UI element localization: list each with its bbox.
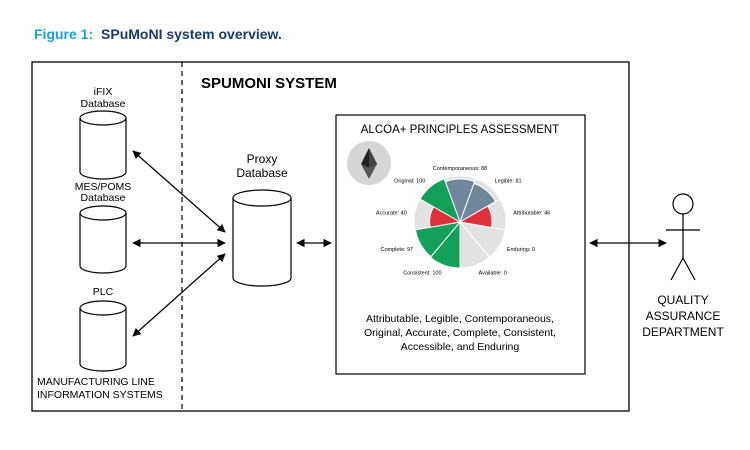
system-boundary-box: [31, 61, 630, 412]
quality-assurance-person-icon: [666, 193, 700, 281]
alcoa-panel-title: ALCOA+ PRINCIPLES ASSESSMENT: [361, 124, 559, 136]
ifix-proxy-arrow: [132, 150, 226, 233]
qa-label-line-1: QUALITY: [657, 293, 708, 307]
polar-wedge-complete: [414, 221, 462, 258]
mes-label-line-1: MES/POMS: [75, 181, 132, 193]
polar-label-available: Available: 0: [479, 271, 507, 277]
polar-label-accurate: Accurate: 40: [376, 211, 407, 217]
polar-wedge-attributable: [458, 205, 493, 229]
manufacturing-label-line-1: MANUFACTURING LINE: [37, 376, 155, 388]
polar-label-attributable: Attributable: 46: [513, 211, 550, 217]
alcoa-body-line-2: Original, Accurate, Complete, Consistent…: [364, 327, 556, 339]
ifix-label-line-2: Database: [81, 98, 126, 110]
alcoa-body-line-3: Accessible, and Enduring: [401, 341, 520, 353]
proxy-label-line-2: Database: [236, 166, 288, 180]
qa-label-line-3: DEPARTMENT: [642, 325, 724, 339]
plc-label: PLC: [93, 286, 114, 298]
polar-wedge-original: [419, 178, 461, 224]
plc-database-icon: [79, 300, 127, 372]
figure-caption: Figure 1: SPuMoNI system overview.: [34, 26, 282, 42]
ifix-database-icon: [79, 110, 127, 180]
polar-wedge-consistent: [429, 220, 461, 269]
polar-label-enduring: Enduring: 0: [507, 247, 535, 253]
figure-caption-text: SPuMoNI system overview.: [101, 26, 282, 42]
manufacturing-label-line-2: INFORMATION SYSTEMS: [37, 389, 163, 401]
polar-label-original: Original: 100: [394, 179, 425, 185]
qa-label-line-2: ASSURANCE: [646, 309, 721, 323]
ethereum-icon: [347, 141, 391, 185]
polar-label-legible: Legible: 81: [495, 179, 522, 185]
mes-label-line-2: Database: [81, 192, 126, 204]
proxy-label-line-1: Proxy: [247, 152, 278, 166]
figure-caption-prefix: Figure 1:: [34, 26, 93, 42]
mes-database-icon: [79, 205, 127, 274]
alcoa-polar-chart: Contemporaneous: 88 Legible: 81 Attributab…: [376, 166, 550, 277]
system-title: SPUMONI SYSTEM: [201, 75, 337, 92]
proxy-database-icon: [232, 189, 292, 287]
polar-label-contemporaneous: Contemporaneous: 88: [433, 166, 487, 172]
ifix-label-line-1: iFIX: [94, 86, 113, 98]
alcoa-body-line-1: Attributable, Legible, Contemporaneous,: [366, 313, 554, 325]
plc-proxy-arrow: [132, 253, 226, 337]
polar-label-complete: Complete: 97: [380, 247, 413, 253]
polar-wedge-legible: [459, 182, 497, 224]
polar-label-consistent: Consistent: 100: [403, 271, 441, 277]
